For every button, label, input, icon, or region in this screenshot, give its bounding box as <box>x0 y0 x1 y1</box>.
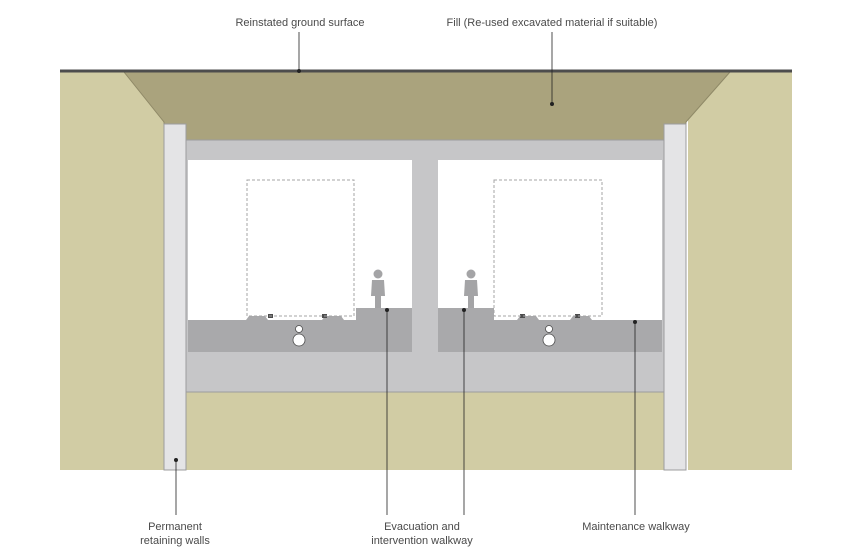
backfill <box>122 71 732 141</box>
left-drain-pipe <box>292 333 306 347</box>
label-evacuation-line2: intervention walkway <box>371 535 473 547</box>
right-drain-pipe <box>542 333 556 347</box>
label-evacuation-line1: Evacuation and <box>384 521 460 533</box>
left-train-gauge-outline <box>246 179 355 317</box>
right-drain-top <box>545 325 553 333</box>
retaining-wall-right <box>663 123 687 471</box>
label-retaining-walls-line1: Permanent <box>148 521 202 533</box>
retaining-wall-left <box>163 123 187 471</box>
right-train-gauge-outline <box>493 179 603 317</box>
leader-lines <box>175 32 636 515</box>
label-maintenance-walkway: Maintenance walkway <box>582 521 690 533</box>
left-person-figure <box>371 269 385 308</box>
left-drain-top <box>295 325 303 333</box>
right-rail-2 <box>575 314 580 318</box>
label-retaining-walls-line2: retaining walls <box>140 535 210 547</box>
soil-right <box>688 72 792 470</box>
soil-bottom <box>186 392 664 470</box>
leader-dots <box>174 69 637 462</box>
soil-left <box>60 72 164 470</box>
label-retaining-walls: Permanent retaining walls <box>110 520 240 548</box>
right-person-figure <box>464 269 478 308</box>
label-evacuation-walkway: Evacuation and intervention walkway <box>352 520 492 548</box>
right-rail-1 <box>520 314 525 318</box>
label-fill: Fill (Re-used excavated material if suit… <box>446 17 658 29</box>
label-ground-surface: Reinstated ground surface <box>235 17 365 29</box>
